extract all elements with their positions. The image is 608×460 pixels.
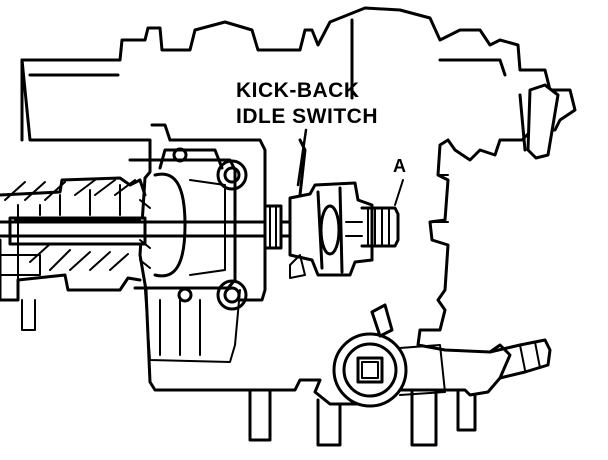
callout-leaders: [296, 128, 404, 206]
mounting-bosses: [216, 159, 248, 311]
callout-label-kick-back: KICK-BACK: [236, 79, 360, 102]
kick-back-idle-switch: [288, 181, 374, 279]
pump-housing: [0, 147, 241, 363]
bottom-studs: [248, 388, 477, 447]
callout-label-a: A: [393, 156, 407, 176]
part-a-screw: [345, 206, 400, 248]
throttle-shaft-boss: [332, 303, 446, 408]
callout-label-idle-switch: IDLE SWITCH: [236, 105, 378, 128]
right-linkage: [429, 83, 560, 380]
pump-shaft: [0, 204, 301, 250]
